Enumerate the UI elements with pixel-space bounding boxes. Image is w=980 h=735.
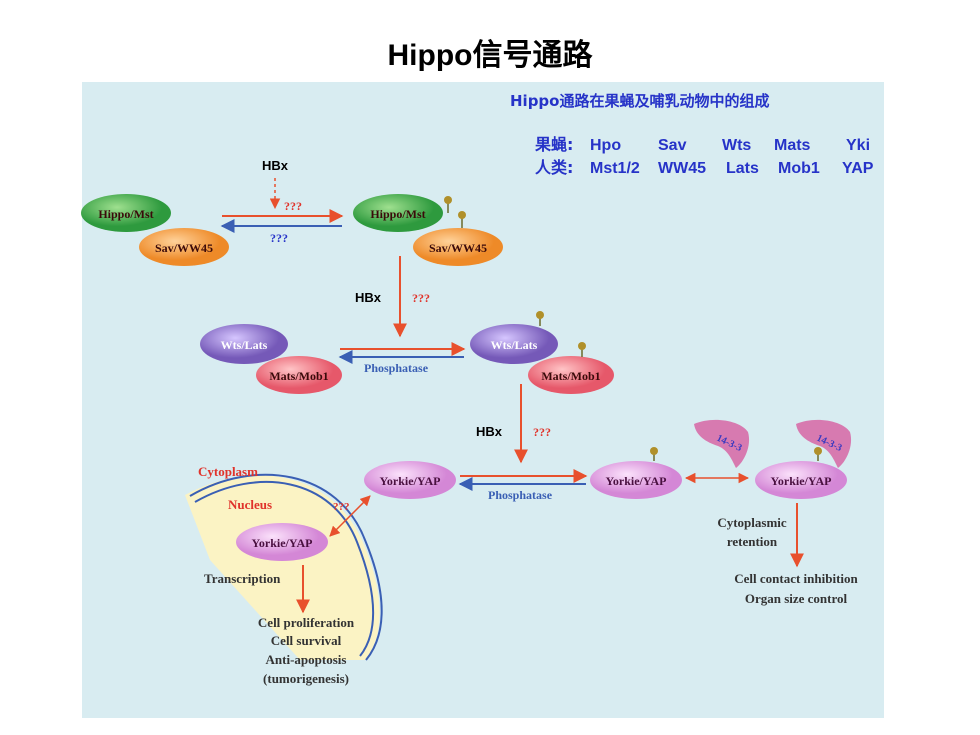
nuclear-yorkie-yap-label: Yorkie/YAP <box>252 536 313 550</box>
wts-lats-label: Wts/Lats <box>221 338 268 352</box>
wts-lats-node <box>200 324 288 364</box>
phospho-marker-6 <box>814 447 822 461</box>
phospho-marker-5 <box>650 447 658 461</box>
nuclear-translocation-arrow <box>329 495 371 537</box>
fly-yki: Yki <box>846 137 870 154</box>
nuclear-yorkie-yap-node <box>236 523 328 561</box>
yorkie-yap-1433-node <box>755 461 847 499</box>
cytoplasmic-retention-label-2: retention <box>727 534 778 549</box>
protein-14-3-3-bound: 14-3-3 <box>796 419 852 468</box>
phosphatase-label-2: Phosphatase <box>488 488 553 502</box>
phospho-marker-4 <box>578 342 586 357</box>
hbx-label-2: HBx <box>355 290 382 305</box>
fly-mats: Mats <box>774 137 811 154</box>
hippo-mst-p-label: Hippo/Mst <box>370 207 425 221</box>
unknown-label-5: ??? <box>333 501 350 513</box>
nucleus-label: Nucleus <box>228 497 272 512</box>
outcome-survival: Cell survival <box>271 633 342 648</box>
organ-size-control-label: Organ size control <box>745 591 848 606</box>
fly-sav: Sav <box>658 137 687 154</box>
phosphatase-label-1: Phosphatase <box>364 361 429 375</box>
human-lats: Lats <box>726 160 759 177</box>
mats-mob1-p-node <box>528 356 614 394</box>
mats-mob1-node <box>256 356 342 394</box>
wts-lats-p-node <box>470 324 558 364</box>
outcome-anti-apoptosis: Anti-apoptosis <box>266 652 347 667</box>
human-ww45: WW45 <box>658 160 706 177</box>
fly-hpo: Hpo <box>590 137 621 154</box>
hbx-label-1: HBx <box>262 158 289 173</box>
hbx-label-3: HBx <box>476 424 503 439</box>
yorkie-yap-p-label: Yorkie/YAP <box>606 474 667 488</box>
fly-wts: Wts <box>722 137 751 154</box>
human-label: 人类: <box>535 158 573 177</box>
cell-contact-inhibition-label: Cell contact inhibition <box>734 571 858 586</box>
mats-mob1-label: Mats/Mob1 <box>269 369 328 383</box>
sav-ww45-node <box>139 228 229 266</box>
wts-lats-p-label: Wts/Lats <box>491 338 538 352</box>
sav-ww45-label: Sav/WW45 <box>155 241 213 255</box>
cytoplasmic-retention-label-1: Cytoplasmic <box>717 515 787 530</box>
mats-mob1-p-label: Mats/Mob1 <box>541 369 600 383</box>
cytoplasm-label: Cytoplasm <box>198 464 258 479</box>
info-heading: Hippo通路在果蝇及哺乳动物中的组成 <box>510 92 769 110</box>
yorkie-yap-1433-label: Yorkie/YAP <box>771 474 832 488</box>
outcome-proliferation: Cell proliferation <box>258 615 355 630</box>
unknown-label-2: ??? <box>270 231 288 245</box>
fly-label: 果蝇: <box>534 135 573 154</box>
sav-ww45-p-label: Sav/WW45 <box>429 241 487 255</box>
human-mob1: Mob1 <box>778 160 820 177</box>
phospho-marker-1 <box>444 196 452 213</box>
human-mst: Mst1/2 <box>590 160 640 177</box>
sav-ww45-p-node <box>413 228 503 266</box>
unknown-label-3: ??? <box>412 291 430 305</box>
outcome-tumorigenesis: (tumorigenesis) <box>263 671 349 686</box>
slide-title: Hippo信号通路 <box>387 39 593 72</box>
yorkie-yap-node <box>364 461 456 499</box>
unknown-label-1: ??? <box>284 199 302 213</box>
yorkie-yap-p-node <box>590 461 682 499</box>
protein-14-3-3-free: 14-3-3 <box>694 419 750 468</box>
hippo-mst-label: Hippo/Mst <box>98 207 153 221</box>
unknown-label-4: ??? <box>533 425 551 439</box>
hippo-mst-node <box>81 194 171 232</box>
human-yap: YAP <box>842 160 874 177</box>
hippo-mst-p-node <box>353 194 443 232</box>
transcription-label: Transcription <box>204 571 281 586</box>
yorkie-yap-label: Yorkie/YAP <box>380 474 441 488</box>
phospho-marker-2 <box>458 211 466 228</box>
diagram-panel <box>82 82 884 718</box>
phospho-marker-3 <box>536 311 544 326</box>
